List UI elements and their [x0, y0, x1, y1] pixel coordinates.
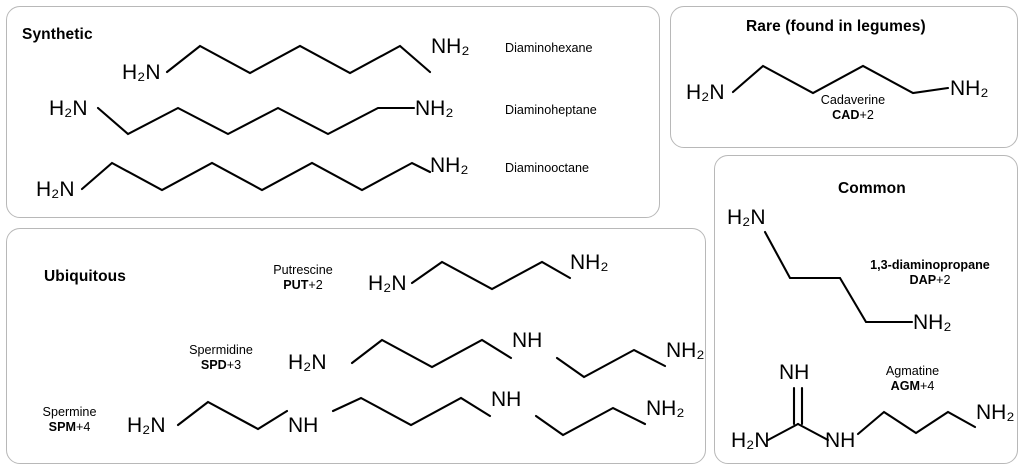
atom-h2n-diaminooctane: H₂N — [36, 178, 75, 201]
atom-nh2-spermine: NH₂ — [646, 397, 685, 420]
panel-common — [714, 155, 1018, 464]
atom-nh2-cadaverine: NH₂ — [950, 77, 989, 100]
panel-title-synthetic: Synthetic — [22, 26, 93, 43]
atom-h2n-spermine: H₂N — [127, 414, 166, 437]
atom-h2n-putrescine: H₂N — [368, 272, 407, 295]
atom-h2n-agmatine: H₂N — [731, 429, 770, 452]
molecule-label-spermidine: Spermidine SPD+3 — [166, 343, 276, 373]
molecule-name-dap: 1,3-diaminopropane — [870, 258, 990, 272]
molecule-label-putrescine: Putrescine PUT+2 — [248, 263, 358, 293]
atom-h2n-cadaverine: H₂N — [686, 81, 725, 104]
atom-nh-spermidine: NH — [512, 329, 543, 352]
molecule-label-diaminooctane: Diaminooctane — [505, 161, 589, 176]
molecule-name-diaminooctane: Diaminooctane — [505, 161, 590, 175]
molecule-label-spermine: Spermine SPM+4 — [17, 405, 122, 435]
atom-h2n-dap: H₂N — [727, 206, 766, 229]
atom-nh2-dap: NH₂ — [913, 311, 952, 334]
atom-h2n-diaminohexane: H₂N — [122, 61, 161, 84]
molecule-name-cadaverine: Cadaverine — [820, 93, 886, 107]
panel-title-ubiquitous: Ubiquitous — [44, 268, 126, 285]
molecule-label-dap: 1,3-diaminopropane DAP+2 — [855, 258, 1005, 288]
molecule-abbr-cadaverine: CAD+2 — [832, 108, 874, 122]
atom-nh-agmatine: NH — [825, 429, 856, 452]
panel-title-rare: Rare (found in legumes) — [746, 18, 926, 35]
molecule-name-putrescine: Putrescine — [273, 263, 333, 277]
molecule-name-spermine: Spermine — [42, 405, 97, 419]
atom-h2n-diaminoheptane: H₂N — [49, 97, 88, 120]
molecule-abbr-spermidine: SPD+3 — [200, 358, 242, 372]
atom-nh-spermine-2: NH — [491, 388, 522, 411]
molecule-label-cadaverine: Cadaverine CAD+2 — [793, 93, 913, 123]
molecule-abbr-spermine: SPM+4 — [48, 420, 91, 434]
atom-nh2-diaminoheptane: NH₂ — [415, 97, 454, 120]
molecule-name-diaminohexane: Diaminohexane — [505, 41, 593, 55]
molecule-abbr-putrescine: PUT+2 — [283, 278, 323, 292]
atom-nh2-spermidine: NH₂ — [666, 339, 705, 362]
molecule-label-diaminohexane: Diaminohexane — [505, 41, 593, 56]
molecule-label-agmatine: Agmatine AGM+4 — [855, 364, 970, 394]
atom-nh-spermine-1: NH — [288, 414, 319, 437]
molecule-abbr-agmatine: AGM+4 — [890, 379, 935, 393]
molecule-name-spermidine: Spermidine — [189, 343, 253, 357]
atom-nh2-diaminooctane: NH₂ — [430, 154, 469, 177]
atom-h2n-spermidine: H₂N — [288, 351, 327, 374]
molecule-abbr-dap: DAP+2 — [909, 273, 951, 287]
panel-title-common: Common — [838, 180, 906, 197]
atom-nh2-agmatine: NH₂ — [976, 401, 1015, 424]
atom-nh2-putrescine: NH₂ — [570, 251, 609, 274]
atom-nh-imine-agmatine: NH — [779, 361, 810, 384]
molecule-name-diaminoheptane: Diaminoheptane — [505, 103, 597, 117]
atom-nh2-diaminohexane: NH₂ — [431, 35, 470, 58]
molecule-name-agmatine: Agmatine — [885, 364, 940, 378]
molecule-label-diaminoheptane: Diaminoheptane — [505, 103, 597, 118]
